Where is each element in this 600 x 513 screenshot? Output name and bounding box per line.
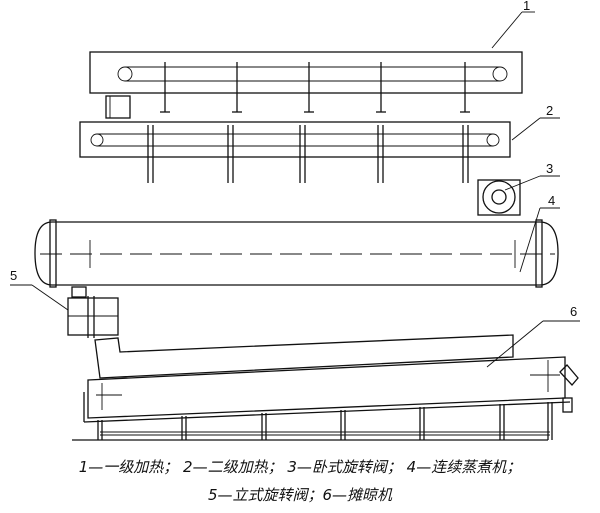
label-5: 5 [10,268,17,283]
label-6: 6 [570,304,577,319]
label-4: 4 [548,193,555,208]
leaders: 1 2 3 4 5 6 [10,0,580,368]
label-2: 2 [546,103,553,118]
label-1: 1 [523,0,530,13]
caption-line-1: 1—一级加热； 2—二级加热； 3—卧式旋转阀； 4—连续蒸煮机； [78,458,522,476]
secondary-heater [79,121,511,183]
horizontal-rotary-valve [477,179,521,216]
caption-line-2: 5—立式旋转阀；6—摊晾机 [207,486,393,504]
primary-heater [89,51,523,119]
label-3: 3 [546,161,553,176]
continuous-cooker [34,219,559,288]
spreading-cooler [72,334,579,441]
vertical-rotary-valve [67,286,119,338]
motor-icon [105,95,131,119]
